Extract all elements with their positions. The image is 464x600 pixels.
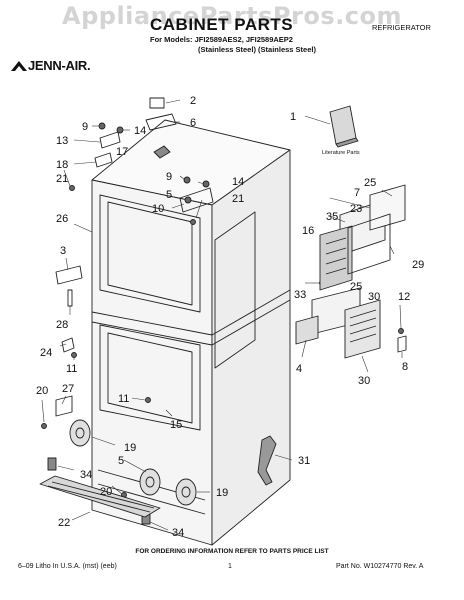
- callout-11: 11: [118, 393, 129, 405]
- callout-15: 15: [170, 419, 182, 431]
- vent-grille: [295, 287, 407, 359]
- leader-lines: [41, 99, 403, 531]
- callout-7: 7: [354, 187, 360, 199]
- callout-22: 22: [58, 517, 70, 529]
- callout-1: 1: [290, 111, 296, 123]
- callout-5: 5: [118, 455, 124, 467]
- literature-book: [329, 105, 359, 148]
- side-brackets: [55, 265, 83, 417]
- callout-16: 16: [302, 225, 314, 237]
- models-line-2: (Stainless Steel) (Stainless Steel): [198, 45, 316, 54]
- callout-18: 18: [56, 159, 68, 171]
- callout-24: 24: [40, 347, 52, 359]
- part-number: Part No. W10274770 Rev. A: [336, 563, 424, 570]
- control-housing: [319, 184, 406, 291]
- callout-33: 33: [294, 289, 306, 301]
- callout-21: 21: [56, 173, 68, 185]
- page-title: CABINET PARTS: [150, 15, 294, 34]
- callout-19: 19: [124, 442, 136, 454]
- top-hinge: [94, 97, 214, 213]
- callout-2: 2: [190, 95, 196, 107]
- ordering-note: FOR ORDERING INFORMATION REFER TO PARTS …: [135, 548, 329, 555]
- callout-13: 13: [56, 135, 68, 147]
- callout-28: 28: [56, 319, 68, 331]
- callout-30: 30: [368, 291, 380, 303]
- wrench-tool: [257, 435, 277, 486]
- callout-29: 29: [412, 259, 424, 271]
- callout-9: 9: [166, 171, 172, 183]
- brand-logo: JENN-AIR.: [28, 58, 91, 73]
- callout-27: 27: [62, 383, 74, 395]
- callout-25: 25: [350, 281, 362, 293]
- callout-30: 30: [358, 375, 370, 387]
- callout-34: 34: [80, 469, 92, 481]
- callout-20: 20: [36, 385, 48, 397]
- callout-9: 9: [82, 121, 88, 133]
- callout-23: 23: [350, 203, 362, 215]
- callout-11: 11: [66, 363, 77, 375]
- callout-14: 14: [232, 176, 244, 188]
- callout-14: 14: [134, 125, 146, 137]
- models-line-1: For Models: JFI2589AES2, JFI2589AEP2: [150, 35, 293, 44]
- rollers: [69, 419, 197, 506]
- page-number: 1: [228, 563, 232, 570]
- callout-25: 25: [364, 177, 376, 189]
- callout-4: 4: [296, 363, 302, 375]
- callout-6: 6: [190, 117, 196, 129]
- callout-12: 12: [398, 291, 410, 303]
- literature-parts-label: Literature Parts: [322, 150, 360, 156]
- callout-17: 17: [116, 146, 128, 158]
- callout-3: 3: [60, 245, 66, 257]
- callout-31: 31: [298, 455, 310, 467]
- callout-34: 34: [172, 527, 184, 539]
- callout-8: 8: [402, 361, 408, 373]
- base-grille: [39, 475, 161, 518]
- appliance-category: REFRIGERATOR: [372, 23, 431, 32]
- callout-26: 26: [56, 213, 68, 225]
- callout-5: 5: [166, 189, 172, 201]
- litho-info: 6–09 Litho In U.S.A. (mst) (eeb): [18, 563, 117, 570]
- callout-20: 20: [100, 486, 112, 498]
- model-list: For Models: JFI2589AES2, JFI2589AEP2 (St…: [150, 35, 316, 55]
- callout-21: 21: [232, 193, 244, 205]
- watermark: AppliancePartsPros.com: [62, 2, 402, 30]
- callout-19: 19: [216, 487, 228, 499]
- callout-labels: 2 6 1 9 14 13 17 18 21 9 14 5 10 21 25 7…: [36, 95, 424, 539]
- brand-logo-icon: [11, 61, 27, 71]
- callout-10: 10: [152, 203, 164, 215]
- callout-35: 35: [326, 211, 338, 223]
